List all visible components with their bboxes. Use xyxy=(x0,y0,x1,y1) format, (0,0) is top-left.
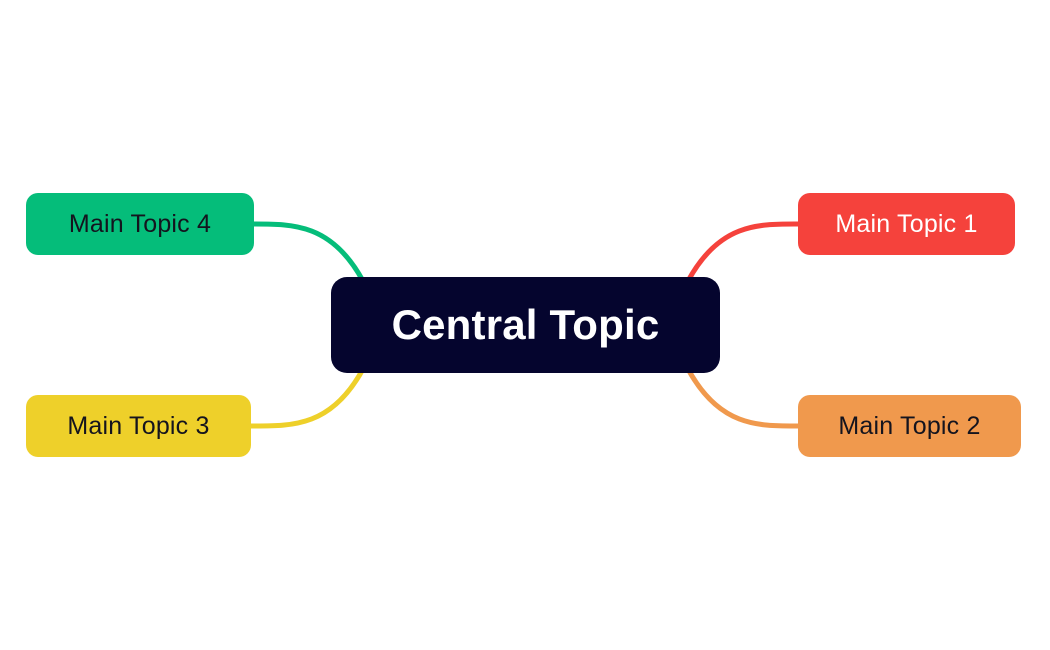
node-main-topic-3-label: Main Topic 3 xyxy=(67,411,210,440)
connector-topic-2 xyxy=(685,366,803,429)
node-main-topic-1[interactable]: Main Topic 1 xyxy=(798,193,1015,255)
node-main-topic-4-label: Main Topic 4 xyxy=(68,209,212,238)
node-central-topic[interactable]: Central Topic xyxy=(331,277,720,373)
node-main-topic-2-label: Main Topic 2 xyxy=(838,411,981,440)
node-main-topic-1-label: Main Topic 1 xyxy=(835,209,978,238)
node-main-topic-4[interactable]: Main Topic 4 xyxy=(26,193,254,255)
node-main-topic-2[interactable]: Main Topic 2 xyxy=(798,395,1021,457)
node-central-topic-label: Central Topic xyxy=(391,301,660,348)
connector-topic-3 xyxy=(247,366,366,429)
connector-topic-1 xyxy=(685,221,803,284)
connector-topic-4 xyxy=(247,221,366,284)
node-main-topic-3[interactable]: Main Topic 3 xyxy=(26,395,251,457)
